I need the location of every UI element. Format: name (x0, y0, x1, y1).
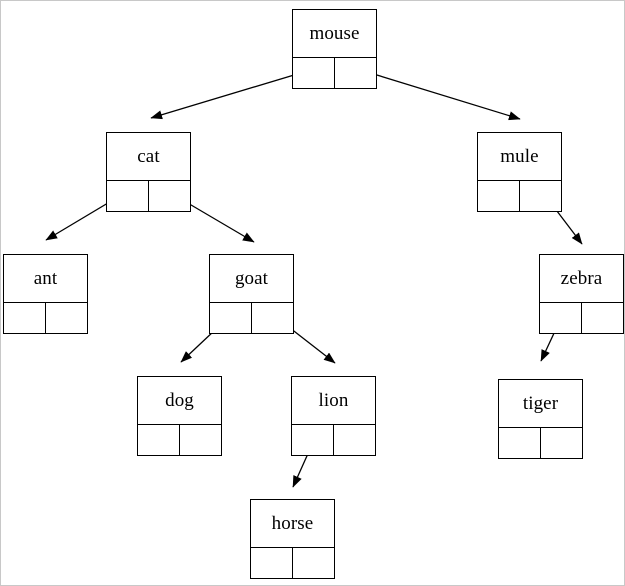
right-pointer-cell-lion[interactable] (334, 425, 376, 455)
left-pointer-cell-horse[interactable] (251, 548, 293, 578)
node-label-mouse: mouse (293, 10, 376, 58)
left-pointer-cell-lion[interactable] (292, 425, 334, 455)
tree-node-dog[interactable]: dog (137, 376, 222, 456)
left-pointer-cell-tiger[interactable] (499, 428, 541, 458)
tree-node-mule[interactable]: mule (477, 132, 562, 212)
node-pointer-cells-dog (138, 425, 221, 455)
node-label-dog: dog (138, 377, 221, 425)
node-label-tiger: tiger (499, 380, 582, 428)
left-pointer-cell-ant[interactable] (4, 303, 46, 333)
node-label-mule: mule (478, 133, 561, 181)
node-pointer-cells-tiger (499, 428, 582, 458)
node-label-goat: goat (210, 255, 293, 303)
tree-node-zebra[interactable]: zebra (539, 254, 624, 334)
left-pointer-cell-cat[interactable] (107, 181, 149, 211)
node-label-ant: ant (4, 255, 87, 303)
tree-node-goat[interactable]: goat (209, 254, 294, 334)
node-pointer-cells-horse (251, 548, 334, 578)
right-pointer-cell-mouse[interactable] (335, 58, 377, 88)
node-label-cat: cat (107, 133, 190, 181)
tree-node-mouse[interactable]: mouse (292, 9, 377, 89)
node-pointer-cells-goat (210, 303, 293, 333)
left-pointer-cell-mule[interactable] (478, 181, 520, 211)
right-pointer-cell-tiger[interactable] (541, 428, 583, 458)
tree-node-lion[interactable]: lion (291, 376, 376, 456)
left-pointer-cell-mouse[interactable] (293, 58, 335, 88)
right-pointer-cell-cat[interactable] (149, 181, 191, 211)
node-pointer-cells-mule (478, 181, 561, 211)
right-pointer-cell-zebra[interactable] (582, 303, 624, 333)
right-pointer-cell-horse[interactable] (293, 548, 335, 578)
edge-mouse-to-cat (150, 68, 315, 120)
right-pointer-cell-mule[interactable] (520, 181, 562, 211)
node-pointer-cells-lion (292, 425, 375, 455)
node-pointer-cells-ant (4, 303, 87, 333)
node-pointer-cells-zebra (540, 303, 623, 333)
node-label-horse: horse (251, 500, 334, 548)
node-pointer-cells-cat (107, 181, 190, 211)
edge-mouse-to-mule (353, 67, 521, 121)
left-pointer-cell-dog[interactable] (138, 425, 180, 455)
right-pointer-cell-goat[interactable] (252, 303, 294, 333)
left-pointer-cell-zebra[interactable] (540, 303, 582, 333)
node-label-lion: lion (292, 377, 375, 425)
left-pointer-cell-goat[interactable] (210, 303, 252, 333)
tree-node-ant[interactable]: ant (3, 254, 88, 334)
right-pointer-cell-ant[interactable] (46, 303, 88, 333)
tree-node-horse[interactable]: horse (250, 499, 335, 579)
right-pointer-cell-dog[interactable] (180, 425, 222, 455)
tree-node-tiger[interactable]: tiger (498, 379, 583, 459)
tree-node-cat[interactable]: cat (106, 132, 191, 212)
node-label-zebra: zebra (540, 255, 623, 303)
node-pointer-cells-mouse (293, 58, 376, 88)
